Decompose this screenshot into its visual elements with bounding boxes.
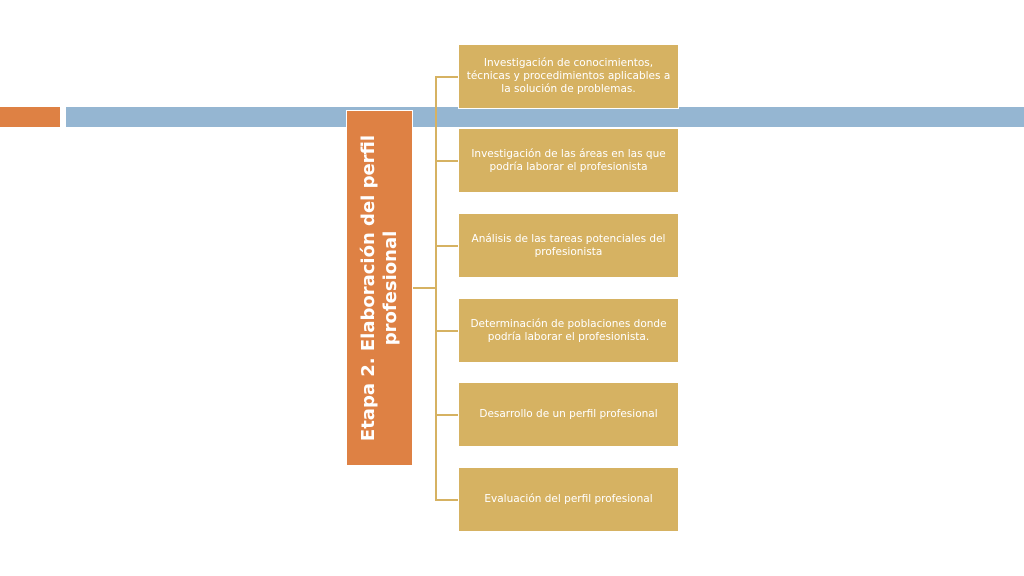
step-label-6: Evaluación del perfil profesional: [484, 493, 653, 505]
stage-title: Etapa 2. Elaboración del perfil profesio…: [357, 134, 401, 442]
connector-branch-3: [435, 245, 458, 247]
accent-band-blue: [66, 107, 1024, 127]
connector-trunk: [435, 76, 437, 500]
step-label-2: Investigación de las áreas en las que po…: [471, 147, 666, 173]
step-box-3: Análisis de las tareas potenciales del p…: [458, 213, 679, 278]
step-label-3: Análisis de las tareas potenciales del p…: [471, 232, 666, 258]
step-box-5: Desarrollo de un perfil profesional: [458, 382, 679, 447]
connector-branch-6: [435, 499, 458, 501]
step-box-2: Investigación de las áreas en las que po…: [458, 128, 679, 193]
connector-branch-1: [435, 76, 458, 78]
step-box-6: Evaluación del perfil profesional: [458, 467, 679, 532]
step-label-4: Determinación de poblaciones donde podrí…: [470, 317, 667, 343]
step-box-1: Investigación de conocimientos, técnicas…: [458, 44, 679, 109]
connector-branch-5: [435, 414, 458, 416]
step-label-1: Investigación de conocimientos, técnicas…: [466, 57, 671, 95]
stage-box: Etapa 2. Elaboración del perfil profesio…: [346, 110, 413, 466]
connector-branch-4: [435, 330, 458, 332]
accent-band-orange: [0, 107, 60, 127]
step-label-5: Desarrollo de un perfil profesional: [479, 408, 658, 420]
connector-branch-2: [435, 160, 458, 162]
connector-main: [413, 287, 436, 289]
step-box-4: Determinación de poblaciones donde podrí…: [458, 298, 679, 363]
